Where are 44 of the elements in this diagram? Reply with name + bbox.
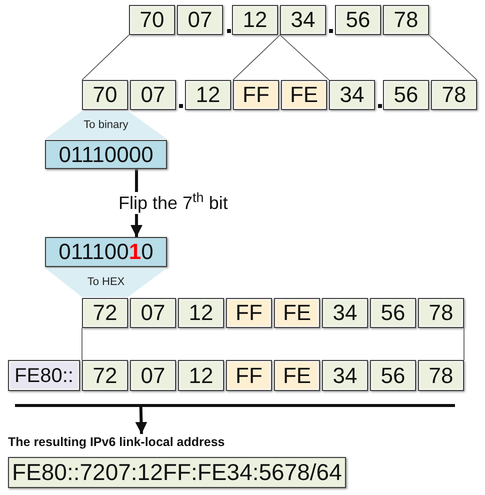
hex-byte-box: FE xyxy=(281,80,327,110)
hex-byte-box: 56 xyxy=(335,5,381,35)
hex-byte-box: 12 xyxy=(232,5,278,35)
connector-line xyxy=(82,34,130,80)
hex-byte-box: 34 xyxy=(329,80,375,110)
address-box: FE80::7207:12FF:FE34:5678/64 xyxy=(8,457,346,488)
prefix-box: FE80:: xyxy=(8,360,80,391)
hex-byte-box: FF xyxy=(226,298,272,328)
hex-byte-box: 70 xyxy=(129,5,175,35)
hex-byte-box: 56 xyxy=(370,298,416,328)
hex-byte-box: 56 xyxy=(383,80,429,110)
hex-byte-box: 78 xyxy=(431,80,477,110)
binary-box: 01110000 xyxy=(45,140,167,169)
hex-byte-box: 78 xyxy=(383,5,429,35)
hex-byte-box: 07 xyxy=(130,298,176,328)
arrow xyxy=(135,406,148,434)
hex-byte-box: 12 xyxy=(185,80,231,110)
hex-byte-box: 07 xyxy=(177,5,223,35)
conversion-label: To binary xyxy=(84,118,128,133)
binary-box: 01110010 xyxy=(45,237,167,267)
hex-byte-box: 07 xyxy=(130,80,176,110)
hex-byte-box: 78 xyxy=(418,298,464,328)
hex-byte-box: FF xyxy=(226,360,272,391)
hex-byte-box: 34 xyxy=(322,360,368,391)
hex-byte-box: FE xyxy=(274,298,320,328)
hex-byte-box: 07 xyxy=(130,360,176,391)
hex-byte-box: FF xyxy=(233,80,279,110)
hex-byte-box: 12 xyxy=(178,360,224,391)
hex-byte-box: 72 xyxy=(82,298,128,328)
hex-byte-box: 78 xyxy=(418,360,464,391)
hex-byte-box: 34 xyxy=(322,298,368,328)
edge-label: Flip the 7$^{th}$ bit xyxy=(116,192,230,214)
conversion-label: To HEX xyxy=(87,275,125,290)
hex-byte-box: 72 xyxy=(82,360,128,391)
hex-byte-box: 70 xyxy=(82,80,128,110)
hex-byte-box: 12 xyxy=(178,298,224,328)
hex-byte-box: 34 xyxy=(280,5,326,35)
hex-byte-box: 56 xyxy=(370,360,416,391)
merge-bar xyxy=(15,404,455,407)
connector-line xyxy=(428,34,478,80)
result-heading: The resulting IPv6 link-local address xyxy=(8,434,225,450)
hex-byte-box: FE xyxy=(274,360,320,391)
connector-line xyxy=(232,34,280,80)
connector-line xyxy=(280,34,330,80)
